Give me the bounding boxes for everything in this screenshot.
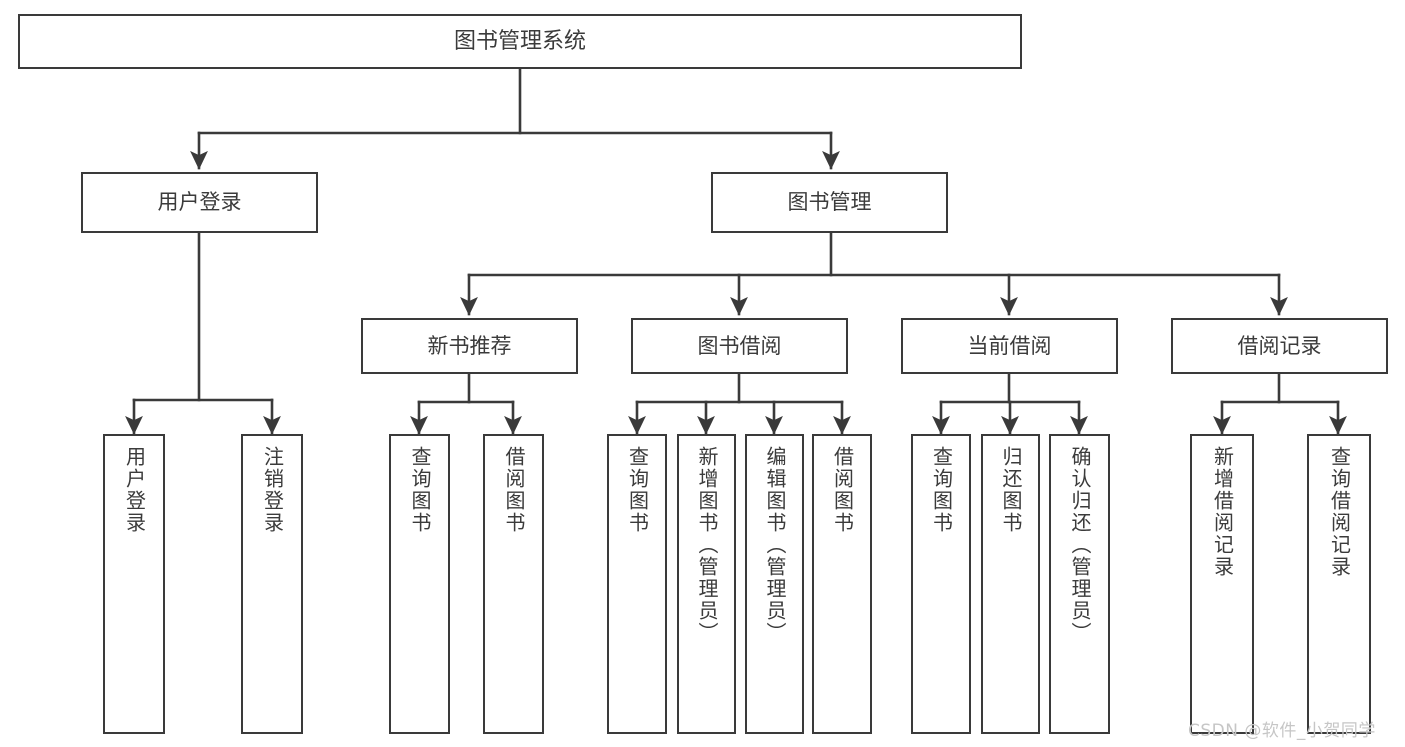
node-label: 查询图书 bbox=[408, 446, 432, 534]
node-label: 查询借阅记录 bbox=[1327, 446, 1352, 578]
node-label: 归还图书 bbox=[999, 446, 1023, 534]
node-leaf-logout-login[interactable]: 注销登录 bbox=[241, 434, 303, 734]
node-leaf-query-book-2[interactable]: 查询图书 bbox=[607, 434, 667, 734]
node-leaf-query-book-3[interactable]: 查询图书 bbox=[911, 434, 971, 734]
node-label: 图书借阅 bbox=[697, 333, 782, 358]
node-leaf-user-login[interactable]: 用户登录 bbox=[103, 434, 165, 734]
node-label: 借阅图书 bbox=[502, 446, 526, 534]
node-leaf-return-book[interactable]: 归还图书 bbox=[981, 434, 1040, 734]
node-label: 当前借阅 bbox=[967, 333, 1052, 358]
node-leaf-borrow-book-2[interactable]: 借阅图书 bbox=[812, 434, 872, 734]
node-label: 借阅记录 bbox=[1237, 333, 1322, 358]
node-label: 借阅图书 bbox=[830, 446, 855, 534]
node-leaf-confirm-return-admin[interactable]: 确认归还（管理员） bbox=[1049, 434, 1110, 734]
node-leaf-query-borrow-record[interactable]: 查询借阅记录 bbox=[1307, 434, 1371, 734]
node-leaf-add-book-admin[interactable]: 新增图书（管理员） bbox=[677, 434, 736, 734]
node-label: 查询图书 bbox=[625, 446, 650, 534]
node-label: 查询图书 bbox=[929, 446, 954, 534]
node-label: 图书管理系统 bbox=[453, 28, 586, 54]
node-label: 注销登录 bbox=[260, 446, 285, 534]
node-current-borrow[interactable]: 当前借阅 bbox=[901, 318, 1118, 374]
node-book-borrow[interactable]: 图书借阅 bbox=[631, 318, 848, 374]
node-leaf-edit-book-admin[interactable]: 编辑图书（管理员） bbox=[745, 434, 804, 734]
node-book-manage[interactable]: 图书管理 bbox=[711, 172, 948, 233]
node-root-system[interactable]: 图书管理系统 bbox=[18, 14, 1022, 69]
node-new-book-recommend[interactable]: 新书推荐 bbox=[361, 318, 578, 374]
node-user-login[interactable]: 用户登录 bbox=[81, 172, 318, 233]
node-label: 新增图书（管理员） bbox=[695, 446, 719, 644]
node-label: 编辑图书（管理员） bbox=[763, 446, 787, 644]
node-label: 确认归还（管理员） bbox=[1068, 446, 1092, 644]
node-leaf-add-borrow-record[interactable]: 新增借阅记录 bbox=[1190, 434, 1254, 734]
node-leaf-query-book-1[interactable]: 查询图书 bbox=[389, 434, 450, 734]
node-label: 新书推荐 bbox=[427, 333, 512, 358]
node-label: 新增借阅记录 bbox=[1210, 446, 1235, 578]
node-label: 用户登录 bbox=[157, 190, 242, 215]
node-borrow-record[interactable]: 借阅记录 bbox=[1171, 318, 1388, 374]
csdn-watermark: CSDN @软件_小贺同学 bbox=[1188, 721, 1376, 741]
node-label: 用户登录 bbox=[122, 446, 147, 534]
node-label: 图书管理 bbox=[787, 190, 872, 215]
node-leaf-borrow-book-1[interactable]: 借阅图书 bbox=[483, 434, 544, 734]
